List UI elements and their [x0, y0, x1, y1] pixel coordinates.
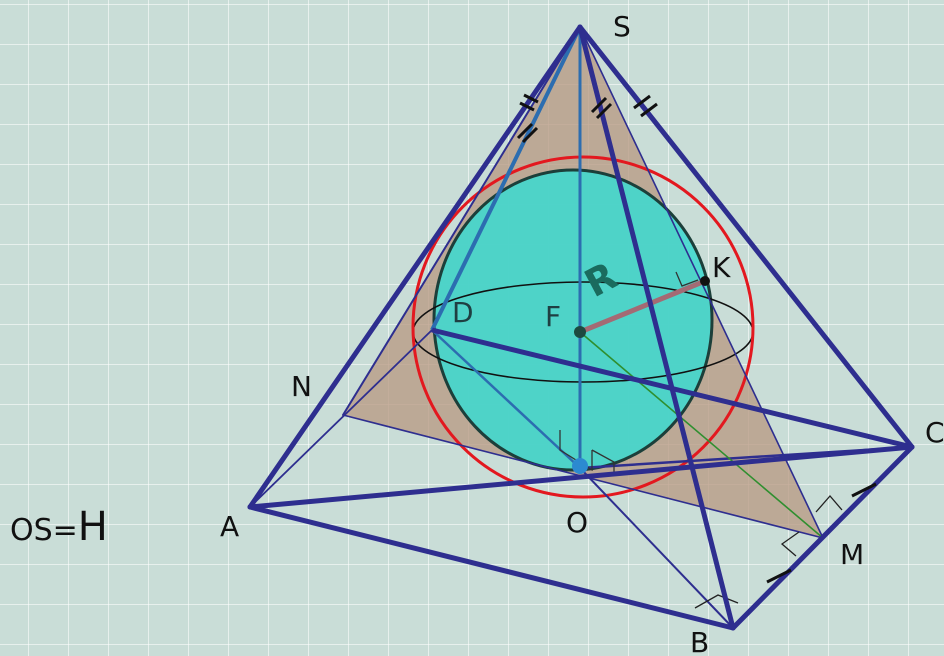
label-B: B — [690, 626, 709, 656]
radius-F-K — [579, 278, 706, 335]
label-N: N — [291, 370, 312, 403]
right-angle-M2 — [780, 531, 800, 557]
height-formula: OS=H — [10, 504, 108, 550]
formula-rhs: H — [77, 504, 108, 550]
line-D-O — [431, 329, 581, 469]
label-S: S — [613, 10, 631, 43]
point-O — [572, 458, 588, 474]
label-D: D — [452, 296, 474, 329]
label-M: M — [840, 538, 864, 571]
pyramid-edges — [247, 24, 915, 631]
inscribed-sphere — [432, 168, 714, 472]
median-F-M — [579, 331, 824, 539]
line-A-D — [249, 329, 433, 508]
label-F: F — [545, 300, 561, 333]
label-K: K — [712, 251, 731, 284]
line-S-D — [430, 26, 582, 331]
label-A: A — [220, 510, 239, 543]
right-angle-O2 — [591, 449, 615, 472]
label-C: C — [925, 416, 944, 449]
point-K — [700, 276, 710, 286]
right-angle-M1 — [815, 495, 843, 513]
right-angle-B — [694, 594, 739, 609]
formula-lhs: OS= — [10, 513, 78, 548]
label-O: O — [566, 506, 588, 539]
red-circle — [411, 155, 755, 499]
edge-tick-marks — [516, 93, 877, 584]
right-angle-K — [675, 271, 699, 287]
point-F — [574, 326, 586, 338]
